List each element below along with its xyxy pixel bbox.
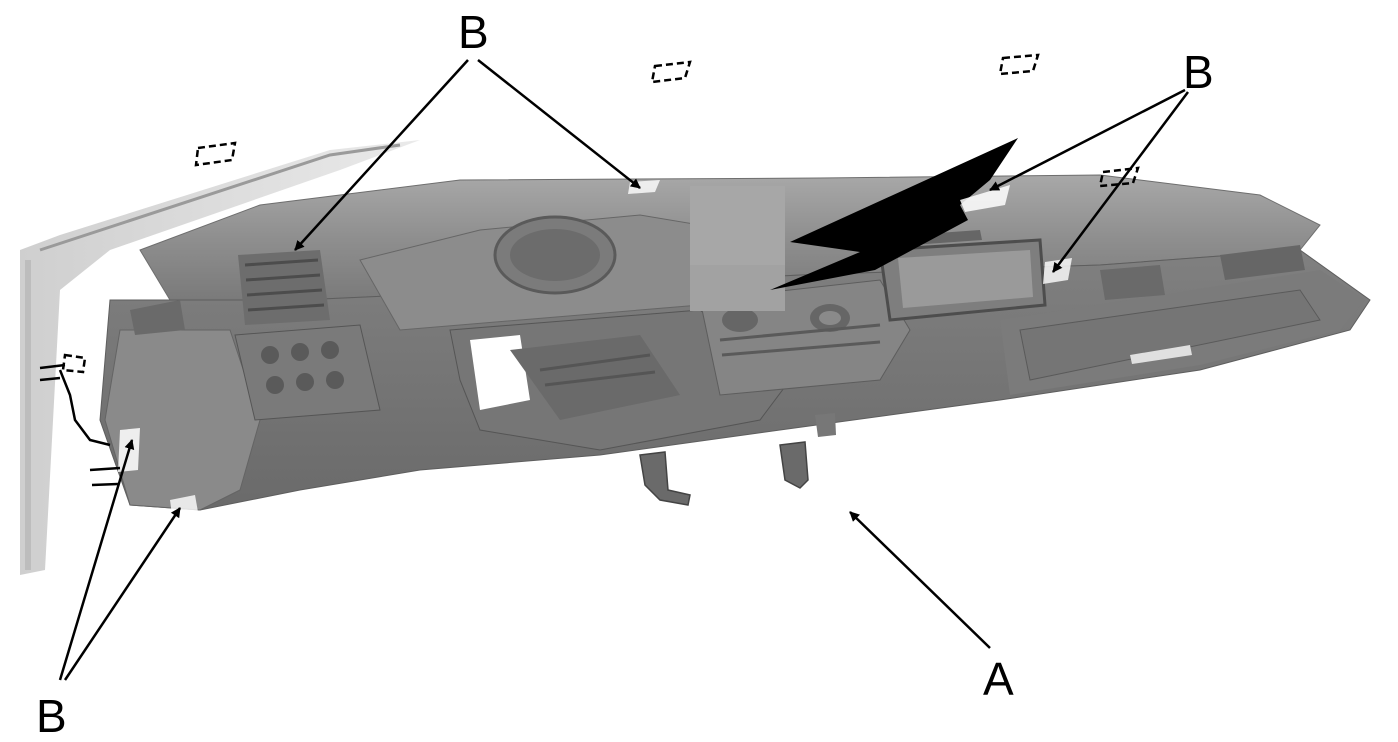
a-pillar: [20, 140, 420, 575]
leader-b-bottom-to-pillar: [58, 439, 135, 681]
meter-hood: [359, 214, 701, 331]
leader-a-to-panel: [849, 511, 991, 649]
mounting-brackets: [639, 413, 836, 506]
leader-b-right-to-display: [1052, 91, 1189, 273]
leader-b-top-to-center: [477, 59, 641, 189]
callout-b-top-right: B: [1183, 46, 1214, 98]
leader-lines: [58, 59, 1189, 681]
left-vent-panel: [130, 250, 381, 421]
steering-column-area: [449, 309, 791, 451]
placeholder-box: [690, 186, 785, 311]
leader-b-top-to-left-vent: [294, 59, 469, 251]
passenger-side: [1019, 245, 1321, 381]
dark-highlight-shape: [770, 138, 1018, 290]
leader-b-right-to-dark-shape: [989, 88, 1186, 192]
wiring-harness: [39, 363, 121, 487]
display-unit: [878, 230, 1047, 322]
leader-b-bottom-to-knee: [63, 507, 182, 681]
callout-a-bottom-right: A: [983, 653, 1014, 705]
callout-b-bottom-left: B: [36, 690, 67, 742]
callout-b-top-center: B: [458, 6, 489, 58]
